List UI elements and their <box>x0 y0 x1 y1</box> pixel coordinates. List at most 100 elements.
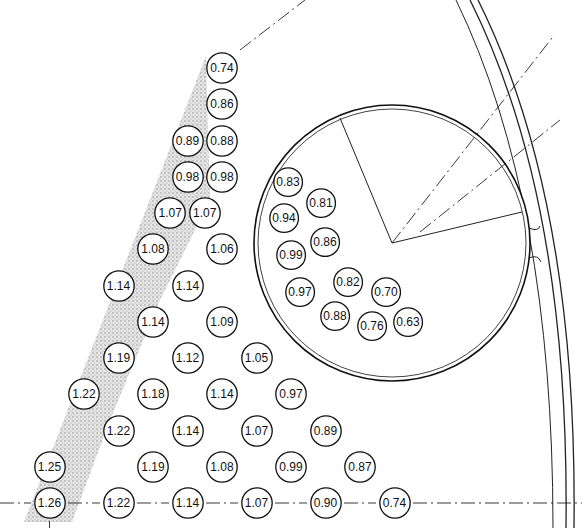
power-value: 0.74 <box>210 62 233 74</box>
pin-circle-shape <box>310 415 340 445</box>
symmetry-line <box>392 38 552 243</box>
pin-circle: 0.97 <box>275 378 307 410</box>
power-value: 0.88 <box>323 310 346 322</box>
pin-circle-shape <box>69 379 99 409</box>
pin-circle: 0.87 <box>344 451 376 483</box>
pin-circle: 0.97 <box>285 277 315 307</box>
power-value: 1.25 <box>38 461 61 473</box>
pin-circle-shape <box>172 415 202 445</box>
power-value: 0.81 <box>309 197 332 209</box>
pin-circle: 0.86 <box>206 88 238 120</box>
power-value: 1.07 <box>159 207 182 219</box>
pin-circle: 0.99 <box>275 451 307 483</box>
pin-circle: 0.89 <box>310 415 342 447</box>
power-value: 1.07 <box>193 207 216 219</box>
power-value: 1.07 <box>245 425 268 437</box>
power-value: 0.82 <box>336 276 359 288</box>
pin-circle: 0.74 <box>206 52 238 84</box>
pin-circle: 1.07 <box>154 197 186 229</box>
centre-axis <box>0 503 582 528</box>
pin-circle: 0.74 <box>379 487 411 519</box>
pin-circle-shape <box>345 452 375 482</box>
pin-circle: 1.05 <box>241 342 273 374</box>
pin-circle-shape <box>358 312 387 341</box>
pin-circle: 1.22 <box>103 415 135 447</box>
pin-circle: 1.18 <box>137 378 169 410</box>
power-value: 0.98 <box>210 171 233 183</box>
pin-circle-shape <box>138 452 168 482</box>
power-value: 0.99 <box>279 249 302 261</box>
power-value: 1.14 <box>176 280 199 292</box>
pin-circle: 1.19 <box>137 451 169 483</box>
power-value: 1.09 <box>210 316 233 328</box>
power-value: 0.98 <box>176 171 199 183</box>
pin-circle-shape <box>207 452 237 482</box>
power-value: 1.14 <box>176 497 199 509</box>
pin-circle: 1.08 <box>137 233 169 265</box>
power-value: 1.22 <box>107 425 130 437</box>
section-line <box>340 118 392 243</box>
pin-circle: 0.83 <box>273 167 303 197</box>
power-value: 1.14 <box>210 388 233 400</box>
shaded-region <box>24 56 210 522</box>
pin-circle-shape <box>138 379 168 409</box>
pin-circle-shape <box>172 270 202 300</box>
pin-circle: 1.14 <box>206 378 238 410</box>
pin-circle-shape <box>277 241 306 270</box>
power-value: 0.83 <box>276 176 299 188</box>
pin-circle-shape <box>207 125 237 155</box>
pin-circle-shape <box>138 307 168 337</box>
pin-circle: 1.25 <box>34 451 66 483</box>
pin-circle-shape <box>276 379 306 409</box>
pin-circle: 0.82 <box>333 267 363 297</box>
pin-circle-shape <box>207 379 237 409</box>
power-value: 1.22 <box>72 388 95 400</box>
pin-circle: 1.14 <box>103 270 135 302</box>
section-line <box>392 212 522 243</box>
power-value: 1.19 <box>141 461 164 473</box>
power-value: 1.22 <box>107 497 130 509</box>
pin-circle: 0.63 <box>393 307 423 337</box>
pin-circle-shape <box>321 302 350 331</box>
pin-circle: 1.08 <box>206 451 238 483</box>
pin-circle: 0.76 <box>357 311 387 341</box>
power-value: 1.08 <box>210 461 233 473</box>
pin-circle: 1.14 <box>172 415 204 447</box>
pin-circle-shape <box>274 168 303 197</box>
pin-circle-shape <box>307 189 336 218</box>
pin-circle-shape <box>103 343 133 373</box>
pin-circle-shape <box>207 307 237 337</box>
pin-circle-shape <box>103 270 133 300</box>
power-value: 1.19 <box>107 352 130 364</box>
symmetry-line <box>420 120 560 232</box>
power-value: 0.89 <box>176 135 199 147</box>
power-value: 0.86 <box>313 236 336 248</box>
pin-circle-shape <box>241 415 271 445</box>
power-value: 1.18 <box>141 388 164 400</box>
power-value: 0.88 <box>210 135 233 147</box>
pin-circle: 1.14 <box>172 270 204 302</box>
power-value: 0.94 <box>272 212 295 224</box>
pin-circle-shape <box>155 198 185 228</box>
power-value: 1.06 <box>210 243 233 255</box>
power-value: 1.08 <box>141 243 164 255</box>
pin-circle: 0.98 <box>172 161 204 193</box>
power-value: 0.97 <box>288 286 311 298</box>
power-value: 0.74 <box>383 497 406 509</box>
pin-circle: 0.90 <box>310 487 342 519</box>
power-value: 0.87 <box>348 461 371 473</box>
pin-circle: 0.70 <box>371 277 401 307</box>
pin-circle-shape <box>311 228 340 257</box>
pin-circle-shape <box>286 278 315 307</box>
pin-circle: 1.07 <box>241 487 273 519</box>
power-value: 0.86 <box>210 98 233 110</box>
power-value: 1.14 <box>107 280 130 292</box>
power-value: 1.12 <box>176 352 199 364</box>
symmetry-line <box>240 0 305 50</box>
pin-circle: 0.89 <box>172 125 204 157</box>
pin-circle: 0.98 <box>206 161 238 193</box>
power-value: 0.97 <box>279 388 302 400</box>
pin-circle-shape <box>103 488 133 518</box>
pin-circle-shape <box>172 125 202 155</box>
power-value: 0.89 <box>314 425 337 437</box>
